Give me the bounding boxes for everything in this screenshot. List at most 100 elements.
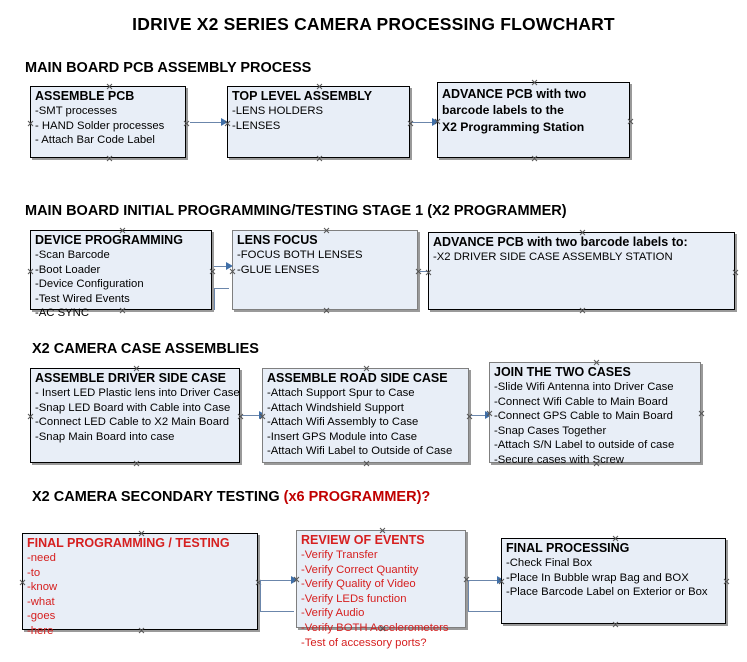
box-assemble-road-side-case[interactable]: ASSEMBLE ROAD SIDE CASE -Attach Support …	[262, 368, 469, 463]
box-line: -Connect GPS Cable to Main Board	[494, 410, 673, 423]
box-line: -Snap Cases Together	[494, 424, 607, 437]
arrow-3-2	[485, 411, 492, 419]
box-line: -Test Wired Events	[35, 292, 130, 305]
arrow-4-1	[291, 576, 298, 584]
box-header: TOP LEVEL ASSEMBLY	[232, 89, 373, 103]
box-header: DEVICE PROGRAMMING	[35, 233, 183, 247]
box-line: -GLUE LENSES	[237, 263, 320, 276]
box-header: ADVANCE PCB with two barcode labels to:	[433, 235, 688, 249]
box-line: barcode labels to the	[442, 103, 564, 117]
handle-bottom[interactable]	[363, 460, 370, 467]
handle-bottom[interactable]	[133, 460, 140, 467]
arrow-2-1	[226, 262, 233, 270]
handle-right[interactable]	[183, 120, 190, 127]
box-review-of-events[interactable]: REVIEW OF EVENTS -Verify Transfer -Verif…	[296, 530, 466, 649]
box-line: -Verify Transfer	[301, 549, 378, 561]
connector-4-1	[260, 611, 294, 612]
box-line: -Attach Wifi Label to Outside of Case	[267, 445, 453, 458]
box-header: FINAL PROGRAMMING / TESTING	[27, 536, 230, 550]
box-line: -Attach Support Spur to Case	[267, 387, 415, 399]
section-title-main-board-initial-programming: MAIN BOARD INITIAL PROGRAMMING/TESTING S…	[25, 203, 567, 219]
box-line: - Insert LED Plastic lens into Driver Ca…	[35, 387, 240, 399]
box-line: -Connect Wifi Cable to Main Board	[494, 395, 668, 408]
box-line: -to	[27, 566, 41, 579]
box-device-programming[interactable]: DEVICE PROGRAMMING -Scan Barcode -Boot L…	[27, 230, 212, 319]
handle-right[interactable]	[723, 578, 730, 585]
box-line: -Place Barcode Label on Exterior or Box	[506, 586, 708, 599]
handle-left[interactable]	[27, 413, 34, 420]
box-assemble-driver-side-case[interactable]: ASSEMBLE DRIVER SIDE CASE - Insert LED P…	[30, 368, 240, 463]
connector-4-2c	[468, 580, 502, 581]
box-line: -Device Configuration	[35, 278, 144, 291]
box-line: -Verify Quality of Video	[301, 578, 416, 591]
handle-right[interactable]	[209, 268, 216, 275]
box-header: JOIN THE TWO CASES	[494, 365, 631, 379]
handle-bottom[interactable]	[531, 155, 538, 162]
box-line: -Attach S/N Label to outside of case	[494, 439, 675, 452]
box-line: -Secure cases with Screw	[494, 453, 624, 466]
box-assemble-pcb[interactable]: ASSEMBLE PCB -SMT processes - HAND Solde…	[30, 86, 186, 158]
connector-2-1	[214, 288, 229, 289]
box-header: FINAL PROCESSING	[506, 541, 630, 555]
box-line: -Snap Main Board into case	[35, 430, 175, 443]
box-line: -Snap LED Board with Cable into Case	[35, 401, 231, 414]
box-line: -Verify LEDs function	[301, 592, 407, 605]
connector-4-1b	[260, 580, 261, 611]
box-line: X2 Programming Station	[442, 120, 585, 134]
handle-right[interactable]	[698, 410, 705, 417]
connector-4-1c	[260, 580, 294, 581]
box-line: -Connect LED Cable to X2 Main Board	[35, 416, 230, 429]
box-line: -need	[27, 552, 56, 564]
connector-2-1c	[214, 266, 229, 267]
handle-left[interactable]	[27, 268, 34, 275]
box-line: -LENS HOLDERS	[232, 105, 324, 117]
box-line: -Attach Windshield Support	[267, 401, 404, 414]
box-line: -Check Final Box	[506, 557, 593, 569]
handle-top[interactable]	[531, 79, 538, 86]
box-header: ADVANCE PCB with two	[442, 87, 587, 101]
connector-2-1b	[214, 288, 215, 310]
box-line-overflow: -Test of accessory ports?	[301, 636, 427, 649]
box-line: -LENSES	[232, 119, 281, 132]
connector-4-2b	[468, 580, 469, 611]
box-final-programming-testing[interactable]: FINAL PROGRAMMING / TESTING -need -to -k…	[19, 533, 258, 637]
section-title-main-board-pcb-assembly: MAIN BOARD PCB ASSEMBLY PROCESS	[25, 60, 312, 76]
connector-1-2	[412, 122, 436, 123]
handle-left[interactable]	[19, 579, 26, 586]
handle-right[interactable]	[732, 269, 739, 276]
connector-3-2	[471, 415, 493, 416]
handle-bottom[interactable]	[106, 155, 113, 162]
handle-bottom[interactable]	[612, 621, 619, 628]
box-top-level-assembly[interactable]: TOP LEVEL ASSEMBLY -LENS HOLDERS -LENSES	[227, 86, 410, 158]
box-line: -know	[27, 581, 58, 594]
box-final-processing[interactable]: FINAL PROCESSING -Check Final Box -Place…	[501, 538, 726, 624]
box-line: -here	[27, 624, 54, 637]
handle-left[interactable]	[27, 120, 34, 127]
box-line: -X2 DRIVER SIDE CASE ASSEMBLY STATION	[433, 251, 673, 263]
box-advance-pcb-programming-station[interactable]: ADVANCE PCB with two barcode labels to t…	[437, 82, 630, 158]
box-advance-pcb-driver-side-station[interactable]: ADVANCE PCB with two barcode labels to: …	[428, 232, 735, 310]
box-line: -Scan Barcode	[35, 249, 110, 261]
connector-1-1	[190, 122, 224, 123]
box-line: -Verify Correct Quantity	[301, 563, 419, 576]
arrow-4-2	[497, 576, 504, 584]
section-title-x2-camera-secondary-testing: X2 CAMERA SECONDARY TESTING (x6 PROGRAMM…	[32, 489, 430, 505]
box-line: -Attach Wifi Assembly to Case	[267, 416, 419, 429]
handle-right[interactable]	[627, 118, 634, 125]
handle-bottom[interactable]	[323, 307, 330, 314]
box-header: ASSEMBLE DRIVER SIDE CASE	[35, 371, 227, 385]
connector-4-2	[468, 611, 502, 612]
handle-bottom[interactable]	[579, 307, 586, 314]
box-line: - HAND Solder processes	[35, 119, 165, 132]
box-line: -what	[27, 595, 55, 608]
box-line: -Slide Wifi Antenna into Driver Case	[494, 381, 674, 393]
box-line: -Boot Loader	[35, 263, 101, 276]
box-line: -AC SYNC	[35, 307, 89, 320]
box-join-the-two-cases[interactable]: JOIN THE TWO CASES -Slide Wifi Antenna i…	[489, 362, 701, 466]
box-line: -goes	[27, 610, 56, 623]
handle-bottom[interactable]	[316, 155, 323, 162]
box-lens-focus[interactable]: LENS FOCUS -FOCUS BOTH LENSES -GLUE LENS…	[232, 230, 418, 310]
box-header: REVIEW OF EVENTS	[301, 533, 425, 547]
section-title-x2-camera-case-assemblies: X2 CAMERA CASE ASSEMBLIES	[32, 341, 259, 357]
